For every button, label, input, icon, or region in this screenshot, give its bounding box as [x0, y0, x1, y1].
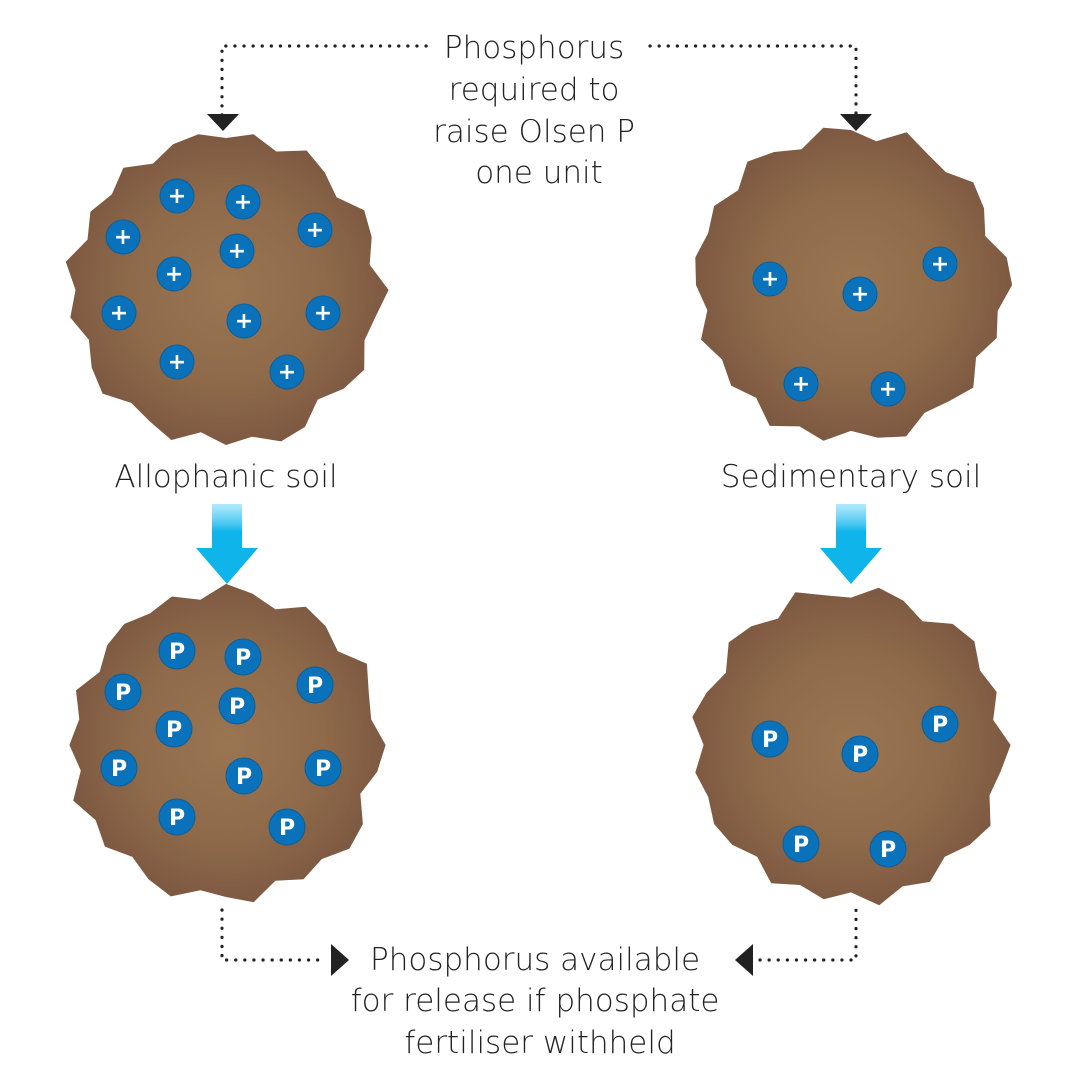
plus-symbol: +	[168, 350, 186, 375]
positive-charge-site-icon: +	[159, 178, 195, 214]
bottom-label: Phosphorus available for release if phos…	[351, 942, 730, 1061]
p-symbol: P	[279, 816, 295, 841]
p-symbol: P	[169, 640, 185, 665]
top-label-line-1: Phosphorus	[444, 30, 624, 66]
p-symbol: P	[880, 838, 896, 863]
positive-charge-site-icon: +	[752, 261, 788, 297]
plus-symbol: +	[278, 360, 296, 385]
positive-charge-site-icon: +	[101, 295, 137, 331]
allophanic-soil-label: Allophanic soil	[114, 459, 337, 495]
sedimentary-soil-particle-phosphate: P P P P P	[692, 587, 1011, 906]
top-label-line-4: one unit	[475, 155, 603, 191]
bottom-label-line-2: for release if phosphate	[351, 983, 720, 1019]
phosphate-badge-icon: P	[155, 710, 193, 748]
plus-symbol: +	[165, 262, 183, 287]
positive-charge-site-icon: +	[305, 295, 341, 331]
p-symbol: P	[115, 681, 131, 706]
p-symbol: P	[793, 833, 809, 858]
p-symbol: P	[307, 674, 323, 699]
phosphate-badge-icon: P	[225, 757, 263, 795]
plus-symbol: +	[792, 372, 810, 397]
positive-charge-site-icon: +	[156, 256, 192, 292]
positive-charge-site-icon: +	[225, 184, 261, 220]
positive-charge-site-icon: +	[297, 212, 333, 248]
top-label-line-3: raise Olsen P	[433, 114, 635, 150]
bottom-label-line-3: fertiliser withheld	[404, 1025, 675, 1061]
phosphate-badge-icon: P	[841, 735, 879, 773]
blue-down-arrow-icon-left	[196, 504, 258, 584]
positive-charge-site-icon: +	[269, 354, 305, 390]
plus-symbol: +	[306, 218, 324, 243]
phosphate-badge-icon: P	[304, 749, 342, 787]
plus-symbol: +	[931, 252, 949, 277]
plus-symbol: +	[114, 225, 132, 250]
p-symbol: P	[315, 757, 331, 782]
plus-symbol: +	[314, 301, 332, 326]
phosphate-badge-icon: P	[158, 798, 196, 836]
soil-particle-body	[69, 583, 386, 903]
bottom-label-line-1: Phosphorus available	[370, 942, 700, 978]
positive-charge-site-icon: +	[922, 246, 958, 282]
positive-charge-site-icon: +	[159, 344, 195, 380]
top-connector	[207, 44, 872, 131]
p-symbol: P	[169, 806, 185, 831]
phosphate-badge-icon: P	[100, 749, 138, 787]
phosphate-badge-icon: P	[224, 638, 262, 676]
plus-symbol: +	[851, 282, 869, 307]
soil-particle-body	[65, 134, 389, 446]
positive-charge-site-icon: +	[219, 233, 255, 269]
p-symbol: P	[762, 728, 778, 753]
phosphate-badge-icon: P	[104, 673, 142, 711]
sedimentary-soil-particle-charged: + + + + +	[695, 127, 1013, 441]
sedimentary-soil-label: Sedimentary soil	[721, 459, 981, 495]
plus-symbol: +	[879, 377, 897, 402]
blue-down-arrow-icon-right	[820, 504, 882, 584]
phosphate-badge-icon: P	[782, 825, 820, 863]
phosphate-badge-icon: P	[268, 808, 306, 846]
p-symbol: P	[236, 765, 252, 790]
allophanic-soil-particle-charged: + + + + + + + + + + +	[65, 134, 389, 446]
p-symbol: P	[235, 646, 251, 671]
phosphate-badge-icon: P	[751, 720, 789, 758]
p-symbol: P	[932, 713, 948, 738]
phosphate-badge-icon: P	[869, 830, 907, 868]
p-symbol: P	[111, 757, 127, 782]
top-label: Phosphorus required to raise Olsen P one…	[433, 30, 645, 191]
phosphate-badge-icon: P	[218, 687, 256, 725]
pointer-icon-top-left	[207, 114, 239, 131]
positive-charge-site-icon: +	[226, 303, 262, 339]
phosphate-badge-icon: P	[296, 666, 334, 704]
top-label-line-2: required to	[449, 72, 620, 108]
pointer-icon-bottom-right	[735, 944, 753, 976]
positive-charge-site-icon: +	[783, 366, 819, 402]
plus-symbol: +	[235, 309, 253, 334]
plus-symbol: +	[110, 301, 128, 326]
pointer-icon-top-right	[840, 114, 872, 131]
plus-symbol: +	[168, 184, 186, 209]
plus-symbol: +	[761, 267, 779, 292]
plus-symbol: +	[228, 239, 246, 264]
bottom-connector	[220, 908, 858, 976]
plus-symbol: +	[234, 190, 252, 215]
positive-charge-site-icon: +	[870, 371, 906, 407]
phosphate-badge-icon: P	[921, 705, 959, 743]
p-symbol: P	[229, 695, 245, 720]
p-symbol: P	[166, 718, 182, 743]
positive-charge-site-icon: +	[105, 219, 141, 255]
pointer-icon-bottom-left	[331, 944, 349, 976]
positive-charge-site-icon: +	[842, 276, 878, 312]
p-symbol: P	[852, 743, 868, 768]
phosphate-badge-icon: P	[158, 632, 196, 670]
